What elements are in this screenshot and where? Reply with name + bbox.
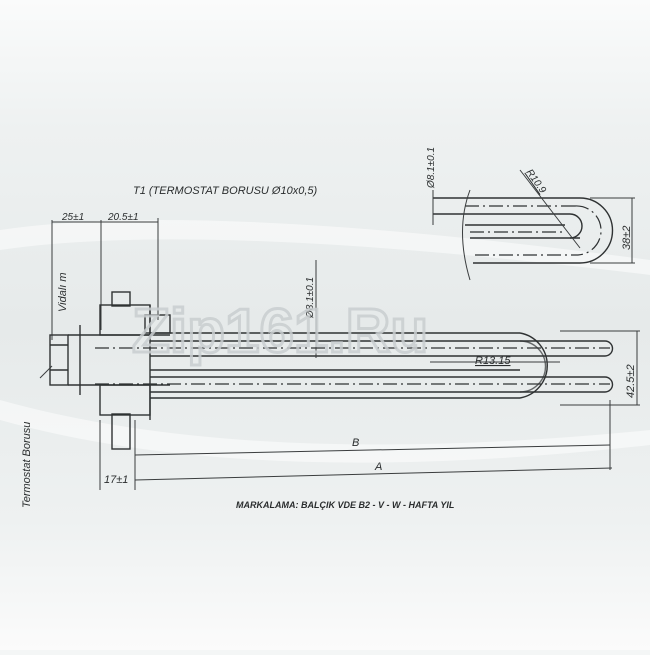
heating-tubes: [95, 332, 614, 399]
top-dimensions: 25±1 20.5±1: [51, 212, 159, 340]
dim-b: B: [352, 437, 359, 449]
svg-text:Ø8.1±0.1: Ø8.1±0.1: [305, 277, 316, 319]
drawing-title: T1 (TERMOSTAT BORUSU Ø10x0,5): [133, 185, 318, 197]
dim-17: 17±1: [104, 474, 128, 486]
length-dimensions: B A 17±1: [99, 400, 613, 490]
dim-20-5: 20.5±1: [107, 212, 139, 223]
dim-a: A: [374, 461, 382, 473]
flange-head: [39, 291, 171, 450]
svg-text:42.5±2: 42.5±2: [625, 364, 637, 398]
watermark: Zip161.Ru: [132, 297, 428, 366]
marking-note: MARKALAMA: BALÇIK VDE B2 - V - W - HAFTA…: [236, 500, 454, 510]
diameter-dimension-main: Ø8.1±0.1: [305, 260, 317, 358]
dim-38: 38±2: [621, 226, 633, 250]
dim-25: 25±1: [61, 212, 84, 223]
label-termostat-borusu: Termostat Borusu: [21, 422, 33, 508]
dimension-42-5: 42.5±2: [560, 330, 640, 406]
diameter-dimension-detail: Ø8.1±0.1: [426, 147, 437, 189]
label-vidali: Vidalı m: [57, 272, 69, 312]
radius-r13-15: R13.15: [475, 355, 511, 367]
